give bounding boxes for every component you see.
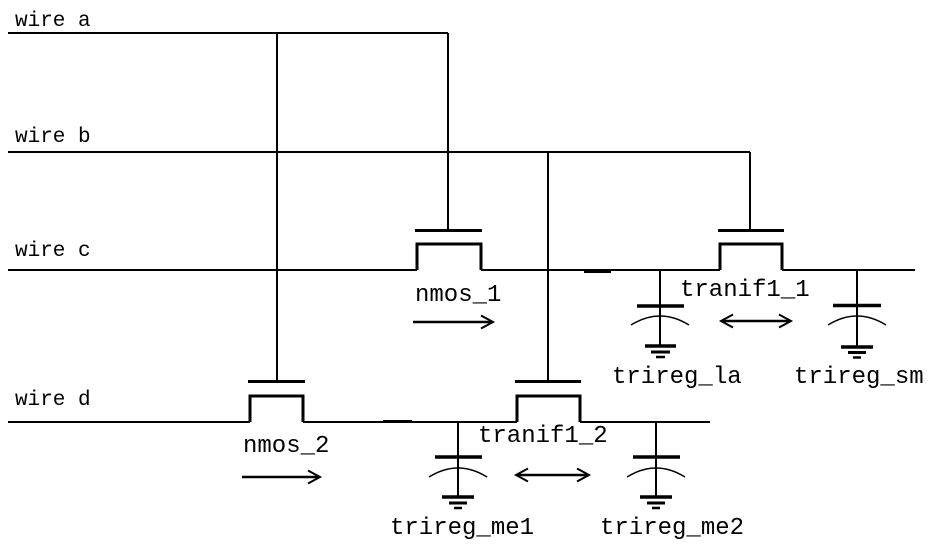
nmos-1-label: nmos_1 [415, 282, 502, 309]
trireg-me1-label: trireg_me1 [390, 515, 535, 542]
tranif1-1-channel [718, 242, 784, 270]
nmos-1-direction-arrow-icon [413, 314, 496, 330]
wire-a-label: wire a [15, 10, 91, 33]
nmos-2-direction-arrow-icon [242, 469, 323, 485]
tranif1-2-channel [515, 394, 582, 422]
trireg-me1-curved-plate [428, 467, 488, 478]
trireg-la-label: trireg_la [612, 364, 742, 391]
trireg-sm-curved-plate [827, 315, 887, 326]
trireg-sm-ground-icon [841, 345, 873, 359]
nmos-2-symbol [248, 380, 305, 422]
trireg-la-capacitor [630, 270, 690, 359]
trireg-me2-ground-icon [640, 495, 672, 510]
tranif1-1-symbol [718, 229, 784, 270]
trireg-me2-label: trireg_me2 [600, 515, 745, 542]
trireg-me1-capacitor [428, 422, 488, 510]
tranif1-1-bidirectional-arrow-icon [718, 313, 794, 329]
tranif1-2-label: tranif1_2 [478, 423, 608, 450]
trireg-la-curved-plate [630, 315, 690, 326]
tranif1-1-label: tranif1_1 [680, 277, 810, 304]
trireg-sm-label: trireg_sm [794, 364, 924, 391]
trireg-me2-curved-plate [626, 467, 686, 478]
nmos-2-channel [248, 394, 305, 422]
trireg-me1-ground-icon [442, 495, 474, 510]
trireg-la-ground-icon [645, 344, 676, 359]
wire-c-line [8, 269, 915, 273]
wire-d-line [8, 420, 710, 423]
tranif1-2-symbol [515, 380, 582, 422]
trireg-sm-capacitor [827, 270, 887, 359]
wire-d-label: wire d [15, 389, 91, 412]
wire-b-label: wire b [15, 126, 91, 149]
nmos-2-label: nmos_2 [243, 433, 330, 460]
nmos-1-symbol [415, 229, 483, 270]
nmos-1-channel [415, 242, 483, 270]
tranif1-2-bidirectional-arrow-icon [513, 467, 592, 483]
trireg-me2-capacitor [626, 422, 686, 510]
wire-c-label: wire c [15, 240, 91, 263]
